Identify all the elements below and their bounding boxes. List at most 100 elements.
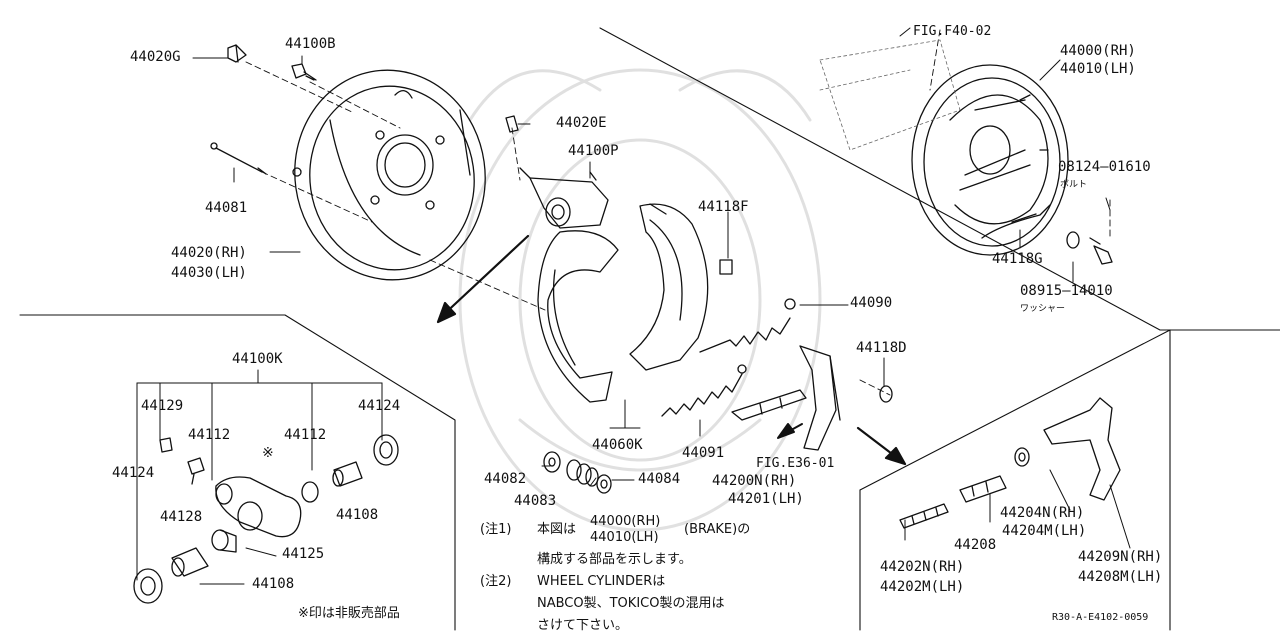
lever-44209n [1043,397,1121,501]
label-44000-rh: 44000(RH) [1060,43,1136,59]
adjuster-44200n [731,345,841,451]
label-44112-left: 44112 [188,427,231,443]
bleeder-44020e [505,115,519,133]
backing-plate [292,69,486,281]
label-44125: 44125 [282,546,325,562]
label-bolt: ボルト [1060,180,1088,190]
piston-44108-left [171,547,209,577]
spring-44090 [699,298,796,353]
brake-shoe-trailing [629,203,709,371]
label-44200n-rh: 44200N(RH) [712,473,797,489]
brake-assembly-44000 [911,64,1069,256]
label-44060k: 44060K [592,437,643,453]
note1-part-rh: 44000(RH) [590,514,661,529]
label-44020e: 44020E [556,115,607,131]
spring-44091 [661,364,747,417]
cup-44112-right [301,481,319,503]
arrow-down-right [856,426,907,466]
arrow-down-left [436,234,530,324]
note1-text-a: 本図は [537,522,577,537]
label-asterisk: ※ [262,445,274,461]
label-44129: 44129 [141,398,184,414]
section-lines [19,27,1280,631]
bolt-08124 [1089,237,1113,265]
alignment-lines [245,29,1111,396]
label-44081: 44081 [205,200,248,216]
note1-tag: (注1) [480,522,512,537]
clip-44118f [719,259,733,275]
adjuster-screw-44202n [899,503,949,529]
label-44082: 44082 [484,471,527,487]
cup-44125 [211,529,237,553]
label-44020g: 44020G [130,49,181,65]
label-44204m-lh: 44204M(LH) [1002,523,1087,539]
label-fig-e36: FIG.E36-01 [756,456,835,471]
label-44100b: 44100B [285,36,336,52]
label-44083: 44083 [514,493,557,509]
note2-tag: (注2) [480,574,512,589]
label-44020-rh: 44020(RH) [171,245,247,261]
label-44128: 44128 [160,509,203,525]
label-44112-right: 44112 [284,427,327,443]
adjuster-sleeve-44208 [959,475,1007,503]
label-44202n-rh: 44202N(RH) [880,559,965,575]
label-44030-lh: 44030(LH) [171,265,247,281]
label-08915: 08915—14010 [1020,283,1113,299]
wheel-cylinder-44100p [519,167,609,229]
piston-44108-right [332,461,363,487]
boot-44124-right [373,434,399,466]
label-washer: ワッシャー [1020,304,1066,314]
bolt-44100b [291,63,317,81]
note1-line2: 構成する部品を示します。 [537,552,692,567]
label-44118f: 44118F [698,199,749,215]
washer-08915 [1066,231,1080,249]
pin-44081 [210,142,267,175]
label-44118d: 44118D [856,340,907,356]
brake-shoe-leading [537,230,619,403]
bleeder-screw-44128 [187,457,205,485]
note1-text-c: (BRAKE)の [684,522,751,537]
cable-44118g [981,204,1051,239]
label-44084: 44084 [638,471,681,487]
retainer-44084 [596,474,612,494]
wheel-cylinder-body [215,476,302,538]
label-44124-left: 44124 [112,465,155,481]
label-44108-right: 44108 [336,507,379,523]
watermark-logo [458,68,822,532]
bleeder-44129 [159,437,173,453]
boot-44124-left [133,568,163,604]
label-44090: 44090 [850,295,893,311]
hold-down-spring-44083 [566,459,599,487]
label-44204n-rh: 44204N(RH) [1000,505,1085,521]
drawing-reference: R30-A-E4102-0059 [1052,612,1149,623]
washer-44118d [879,385,893,403]
note2-line1: WHEEL CYLINDERは [537,574,666,589]
adjuster-nut-44204n [1014,447,1030,467]
label-44208: 44208 [954,537,997,553]
note1-part-lh: 44010(LH) [590,530,659,545]
axle-sketch [819,39,961,151]
label-44124-top: 44124 [358,398,401,414]
arrow-fig-e36 [777,423,803,439]
label-44209n-rh: 44209N(RH) [1078,549,1163,565]
note2-line2: NABCO製、TOKICO製の混用は [537,596,725,611]
leader-lines [192,27,1131,585]
label-44208m-lh: 44208M(LH) [1078,569,1163,585]
kit-bracket-lines [136,369,383,581]
pin-44020g [227,44,247,63]
label-44100k: 44100K [232,351,283,367]
label-44100p: 44100P [568,143,619,159]
label-44010-lh: 44010(LH) [1060,61,1136,77]
note2-line3: さけて下さい。 [537,618,629,633]
note-non-sale: ※印は非販売部品 [298,606,400,621]
label-44091: 44091 [682,445,725,461]
label-44108-left: 44108 [252,576,295,592]
label-44201-lh: 44201(LH) [728,491,804,507]
label-44202m-lh: 44202M(LH) [880,579,965,595]
label-08124: 08124—01610 [1058,159,1151,175]
label-fig-f40: FIG.F40-02 [913,24,992,39]
hold-down-44082 [543,451,561,473]
label-44118g: 44118G [992,251,1043,267]
